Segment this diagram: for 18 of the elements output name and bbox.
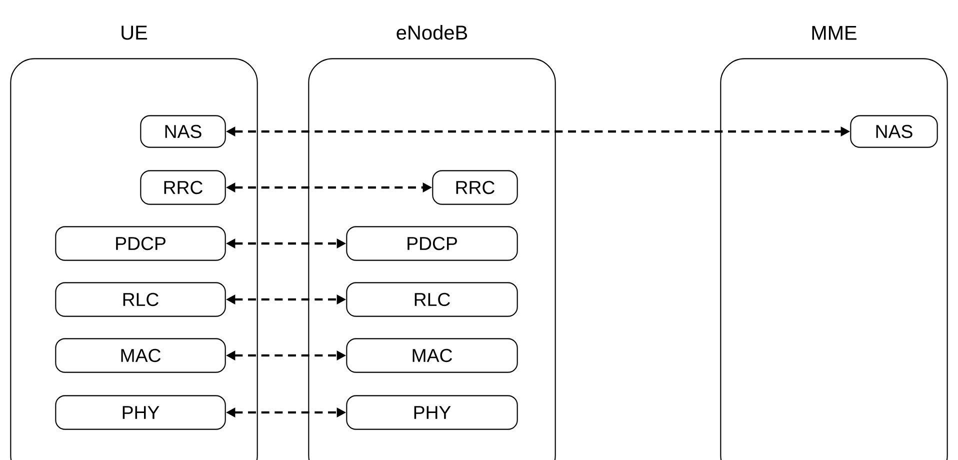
layer-box: RLC [55, 282, 226, 317]
layer-box: RLC [346, 282, 518, 317]
layer-box: PHY [55, 395, 226, 430]
layer-box: RRC [140, 170, 226, 205]
stack-panel [10, 26, 258, 460]
layer-box: PDCP [55, 226, 226, 261]
stack-panel [308, 25, 556, 460]
stack-title: eNodeB [396, 25, 468, 40]
layer-box: RRC [432, 170, 518, 205]
layer-box: PHY [346, 395, 518, 430]
stack-title: MME [812, 26, 856, 40]
layer-box: MAC [346, 338, 518, 373]
stack-panel [720, 26, 948, 460]
stack-title: UE [122, 26, 148, 40]
layer-box: PDCP [346, 226, 518, 261]
layer-box: NAS [140, 115, 226, 148]
layer-box: MAC [55, 338, 226, 373]
layer-box: NAS [850, 115, 938, 148]
